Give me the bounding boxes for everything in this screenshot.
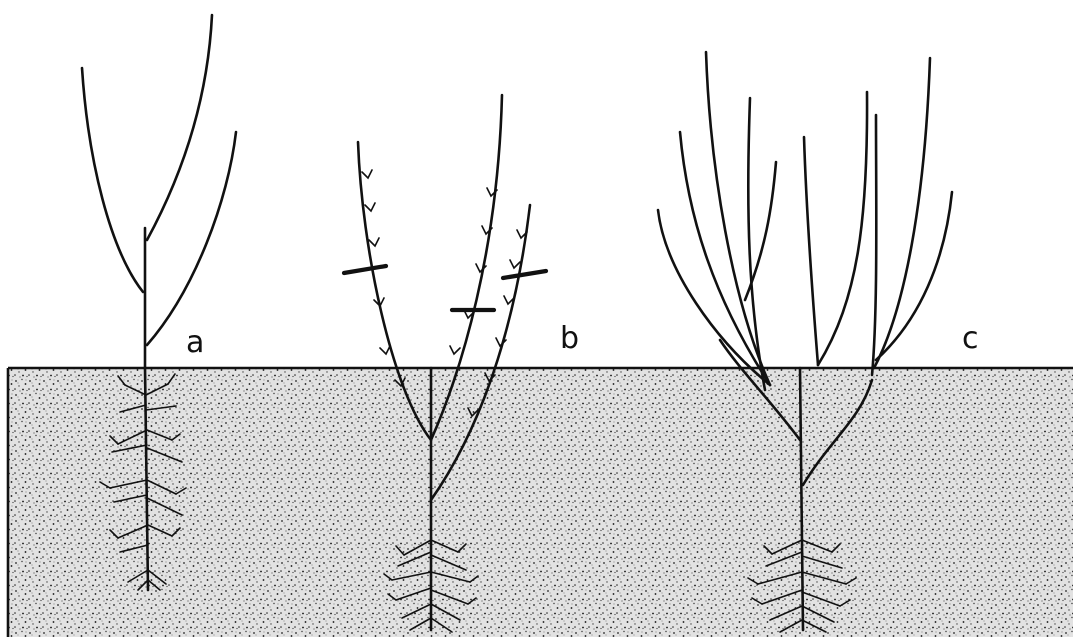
cut-mark — [344, 266, 386, 273]
panel-a-label: a — [186, 325, 204, 360]
panel-c-label: c — [962, 321, 979, 356]
cut-mark — [503, 271, 546, 278]
soil-area — [8, 368, 1073, 637]
panel-a-shoots — [82, 15, 236, 368]
panel-b-label: b — [560, 321, 579, 356]
